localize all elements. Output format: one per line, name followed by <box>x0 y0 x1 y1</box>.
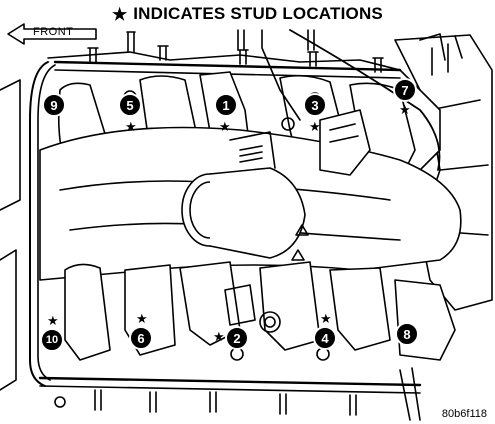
callout-1: 1 <box>214 93 238 117</box>
figure-code: 80b6f118 <box>441 408 487 420</box>
callout-5: 5 <box>118 93 142 117</box>
stud-star-4: ★ <box>320 311 332 326</box>
stud-star-6: ★ <box>136 311 148 326</box>
legend-header: ★ INDICATES STUD LOCATIONS <box>112 2 383 26</box>
front-label: FRONT <box>33 26 74 38</box>
star-icon: ★ <box>112 4 128 24</box>
stud-star-3: ★ <box>309 119 321 134</box>
callout-8: 8 <box>395 322 419 346</box>
left-arrow-icon <box>7 23 97 45</box>
callout-9: 9 <box>42 93 66 117</box>
callout-10: 10 <box>40 328 64 352</box>
stud-star-1: ★ <box>219 119 231 134</box>
callout-7: 7 <box>393 78 417 102</box>
front-direction-arrow: FRONT <box>6 22 98 46</box>
stud-star-2: ★ <box>213 329 225 344</box>
stud-star-5: ★ <box>125 119 137 134</box>
legend-text: INDICATES STUD LOCATIONS <box>133 4 383 23</box>
callout-3: 3 <box>303 93 327 117</box>
callout-2: 2 <box>225 326 249 350</box>
stud-star-7: ★ <box>399 102 411 117</box>
callout-6: 6 <box>129 326 153 350</box>
callout-4: 4 <box>313 326 337 350</box>
stud-star-10: ★ <box>47 313 59 328</box>
